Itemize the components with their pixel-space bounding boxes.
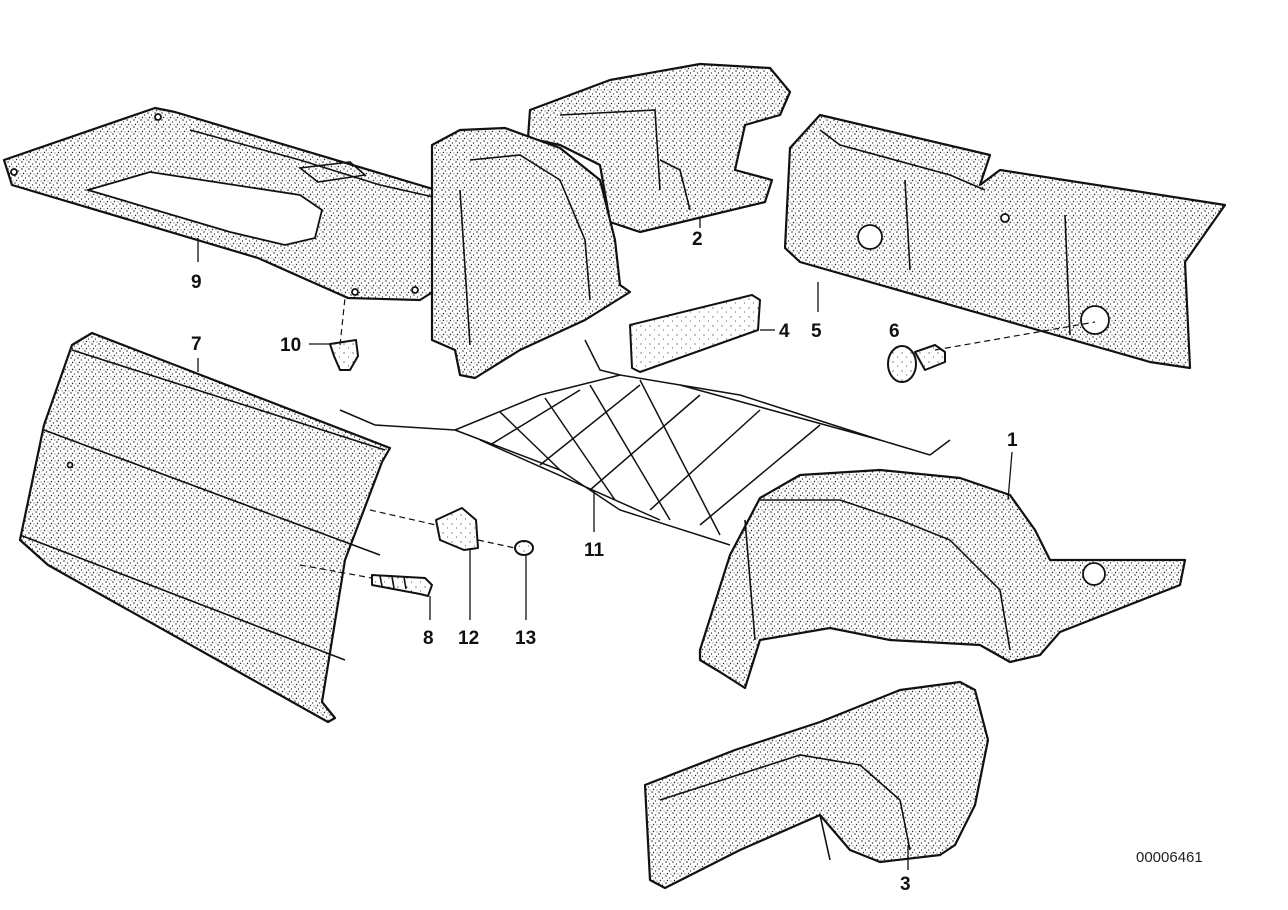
callout-6: 6 xyxy=(889,321,900,342)
callout-12: 12 xyxy=(458,628,479,649)
callout-13: 13 xyxy=(515,628,536,649)
part-3-lower-side-trim xyxy=(643,680,990,890)
part-11-luggage-net xyxy=(339,339,951,546)
callout-2: 2 xyxy=(692,229,703,250)
part-4-trim-strip xyxy=(629,294,761,373)
callout-11: 11 xyxy=(584,540,605,561)
part-6-expanding-rivet xyxy=(887,344,946,383)
part-13-nut xyxy=(514,540,534,556)
part-2-wheel-arch-left xyxy=(430,126,632,380)
callout-10: 10 xyxy=(280,335,301,356)
callout-1: 1 xyxy=(1007,430,1018,451)
part-2-side-trim-upper xyxy=(526,62,792,234)
callout-leader-lines xyxy=(197,218,1013,870)
part-12-bracket xyxy=(435,507,479,551)
callout-5: 5 xyxy=(811,321,822,342)
callout-9: 9 xyxy=(191,272,202,293)
part-7-front-trim-panel xyxy=(18,331,392,724)
part-1-wheel-arch-trim xyxy=(698,468,1187,690)
assembly-dashed-lines xyxy=(299,297,1096,579)
callout-7: 7 xyxy=(191,334,202,355)
part-10-clip xyxy=(329,339,359,371)
callout-labels: 1 2 3 4 5 6 7 8 9 10 11 12 13 xyxy=(191,229,1018,895)
callout-8: 8 xyxy=(423,628,434,649)
callout-3: 3 xyxy=(900,874,911,895)
callout-4: 4 xyxy=(779,321,790,342)
part-5-side-trim-panel xyxy=(783,113,1227,370)
document-number: 00006461 xyxy=(1136,849,1203,866)
part-8-screw xyxy=(371,574,433,597)
